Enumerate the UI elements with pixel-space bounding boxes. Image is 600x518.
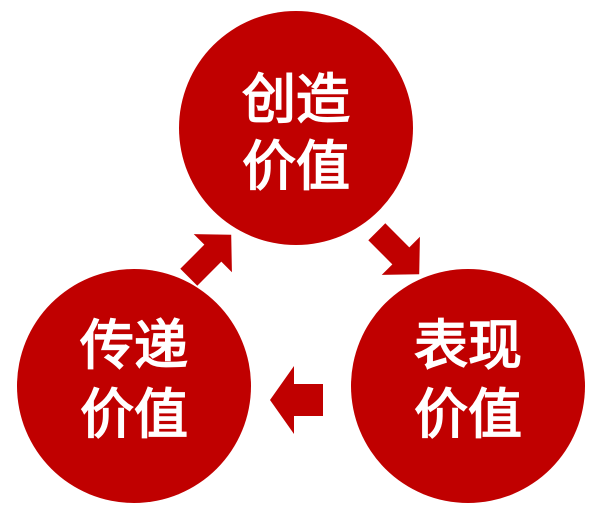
arrow-express-to-deliver-icon: [270, 366, 323, 434]
node-create-circle: [179, 11, 413, 245]
node-create-value: 创造 价值: [179, 11, 413, 245]
node-express-circle: [351, 269, 585, 503]
node-express-line1: 表现: [414, 314, 522, 377]
node-deliver-line1: 传递: [79, 314, 188, 377]
node-express-value: 表现 价值: [351, 269, 585, 503]
node-deliver-circle: [17, 269, 251, 503]
node-create-line2: 价值: [242, 135, 350, 198]
arrow-create-to-express-icon: [368, 223, 420, 275]
node-deliver-line2: 价值: [80, 383, 188, 446]
arrow-deliver-to-create-icon: [180, 234, 232, 286]
node-express-line2: 价值: [414, 383, 522, 446]
node-create-line1: 创造: [242, 68, 350, 131]
node-deliver-value: 传递 价值: [17, 269, 251, 503]
